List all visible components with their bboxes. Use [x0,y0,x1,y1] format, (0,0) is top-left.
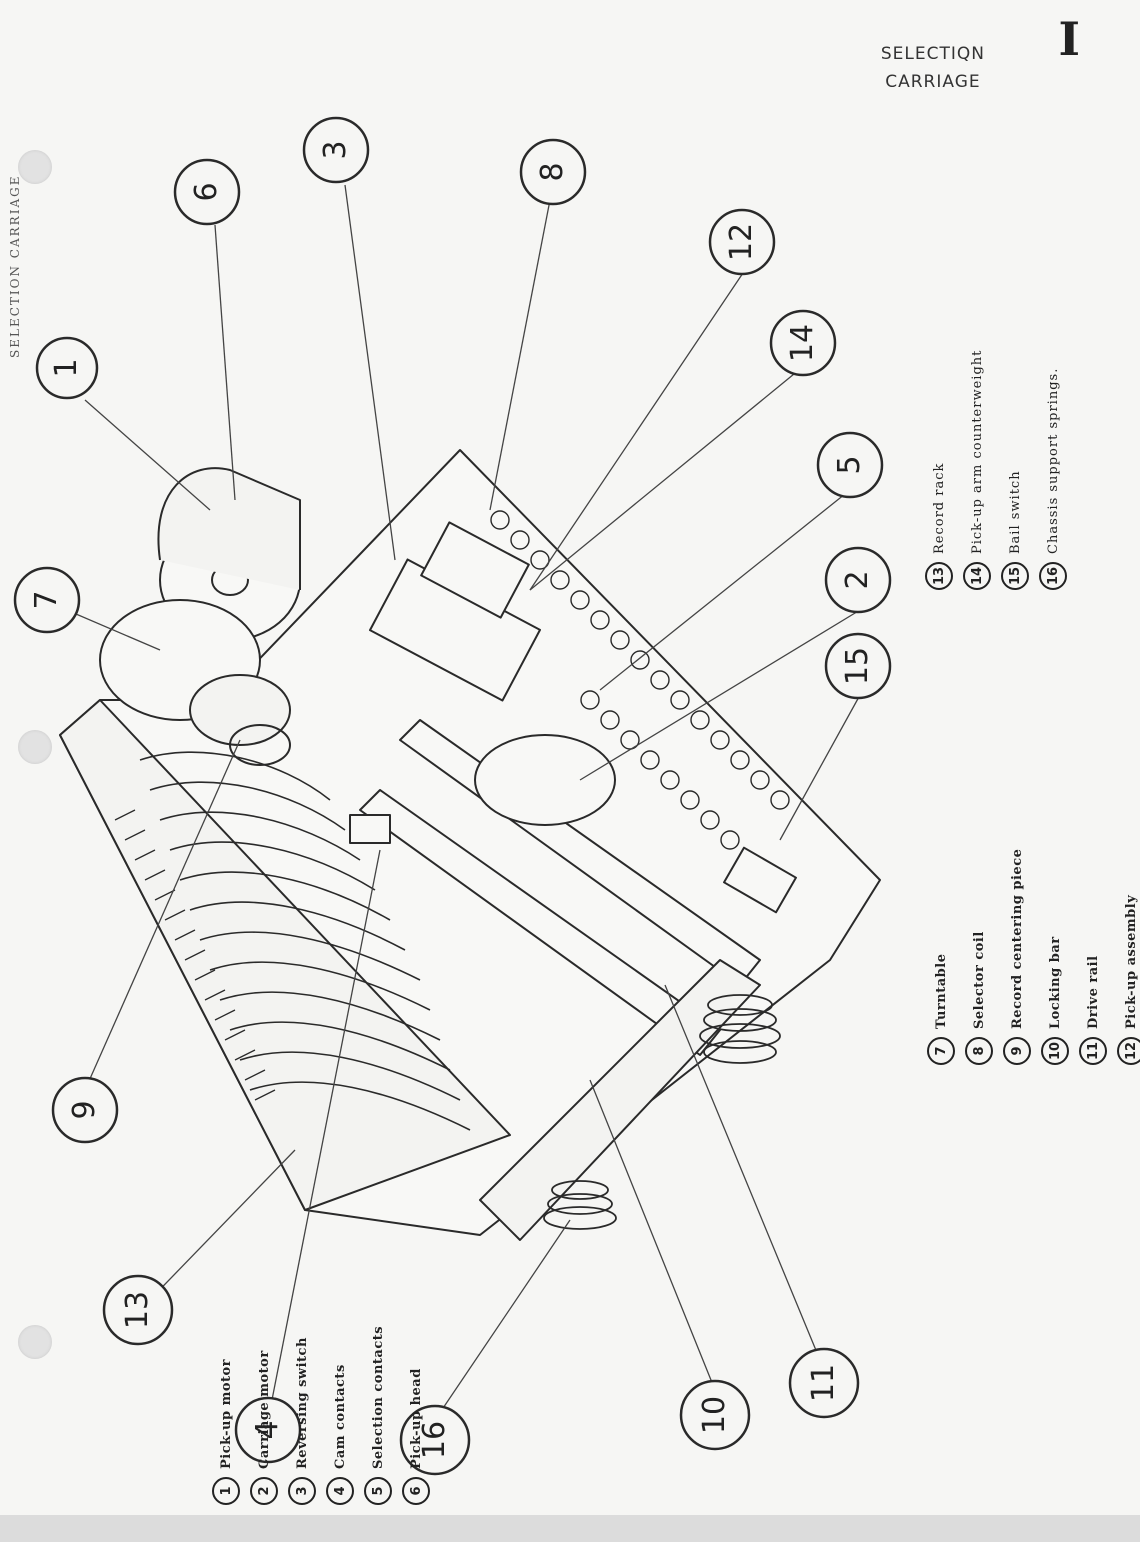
cam-contacts-part [349,814,391,844]
legend-label: Pick-up head [408,1368,424,1469]
callout-number-9: 9 [67,1100,102,1120]
legend-item: 3 Reversing switch [283,1326,321,1505]
locking-bar [359,789,721,1056]
legend-number: 6 [402,1477,430,1505]
legend-item: 5 Selection contacts [359,1326,397,1505]
legend-label: Record centering piece [1009,848,1025,1029]
legend-number: 8 [965,1037,993,1065]
scan-edge [0,1515,1140,1542]
page-title-line-2: CARRIAGE [885,72,981,92]
callout-number-1: 1 [49,358,84,378]
legend-item: 15 Bail switch [996,350,1034,590]
legend-label: Chassis support springs. [1045,367,1061,554]
callout-circles [13,116,892,1476]
legend-item: 16 Chassis support springs. [1034,350,1072,590]
record-slots [139,751,471,1131]
legend-item: 12 Pick-up assembly [1112,849,1140,1065]
punch-hole-bottom [18,1325,52,1359]
front-rail [479,959,761,1241]
legend-number: 14 [963,562,991,590]
callout-number-13: 13 [120,1290,155,1330]
legend-number: 7 [927,1037,955,1065]
legend-item: 1 Pick-up motor [207,1326,245,1505]
punch-hole-top [18,150,52,184]
legend-item: 13 Record rack [920,350,958,590]
legend-label: Locking bar [1047,936,1063,1029]
pick-up-motor-body [157,467,301,590]
legend-item: 8 Selector coil [960,849,998,1065]
legend-label: Turntable [933,953,949,1029]
legend-label: Cam contacts [332,1364,348,1469]
legend-label: Selection contacts [370,1325,386,1469]
callout-number-2: 2 [840,570,875,590]
legend-number: 15 [1001,562,1029,590]
legend-column-c: 13 Record rack 14 Pick-up arm counterweight… [920,350,1072,590]
page-title-line-1: SELECTIQN [880,44,985,64]
legend-item: 10 Locking bar [1036,849,1074,1065]
legend-label: Drive rail [1085,955,1101,1029]
legend-item: 2 Carriage motor [245,1326,283,1505]
legend-item: 6 Pick-up head [397,1326,435,1505]
legend-number: 11 [1079,1037,1107,1065]
legend-number: 2 [250,1477,278,1505]
legend-item: 4 Cam contacts [321,1326,359,1505]
legend-number: 4 [326,1477,354,1505]
section-number: I [1058,12,1080,66]
legend-label: Selector coil [971,931,987,1029]
legend-number: 10 [1041,1037,1069,1065]
legend-label: Reversing switch [294,1337,310,1469]
legend-label: Carriage motor [256,1350,272,1469]
legend-number: 9 [1003,1037,1031,1065]
callout-number-11: 11 [806,1363,841,1403]
legend-item: 9 Record centering piece [998,849,1036,1065]
callout-number-6: 6 [189,182,224,202]
callout-number-12: 12 [724,222,759,262]
chassis-support-springs [543,994,781,1230]
punch-hole-middle [18,730,52,764]
legend-label: Record rack [931,462,947,554]
legend-number: 3 [288,1477,316,1505]
callout-number-10: 10 [697,1395,732,1435]
legend-item: 14 Pick-up arm counterweight [958,350,996,590]
callout-number-7: 7 [29,590,64,610]
callout-number-3: 3 [318,140,353,160]
page-title: SELECTIQN CARRIAGE [881,40,985,96]
legend-label: Pick-up assembly [1123,894,1139,1029]
legend-label: Pick-up arm counterweight [969,349,985,554]
legend-column-a: 1 Pick-up motor 2 Carriage motor 3 Reversing … [207,1326,435,1505]
selector-coils [490,510,790,850]
leader-lines [54,184,861,1421]
legend-item: 7 Turntable [922,849,960,1065]
callout-number-8: 8 [535,162,570,182]
legend-item: 11 Drive rail [1074,849,1112,1065]
legend-number: 16 [1039,562,1067,590]
legend-label: Pick-up motor [218,1358,234,1469]
legend-number: 13 [925,562,953,590]
carriage-motor [474,734,616,826]
legend-column-b: 7 Turntable 8 Selector coil 9 Record centerin… [922,849,1140,1065]
callout-number-15: 15 [840,646,875,686]
legend-number: 5 [364,1477,392,1505]
bail-switch-part [723,846,797,914]
record-rack-panel [59,699,511,1211]
legend-number: 1 [212,1477,240,1505]
callout-number-5: 5 [832,455,867,475]
callout-number-14: 14 [785,323,820,363]
rack-slots [114,809,276,1101]
legend-number: 12 [1117,1037,1140,1065]
legend-label: Bail switch [1007,470,1023,554]
